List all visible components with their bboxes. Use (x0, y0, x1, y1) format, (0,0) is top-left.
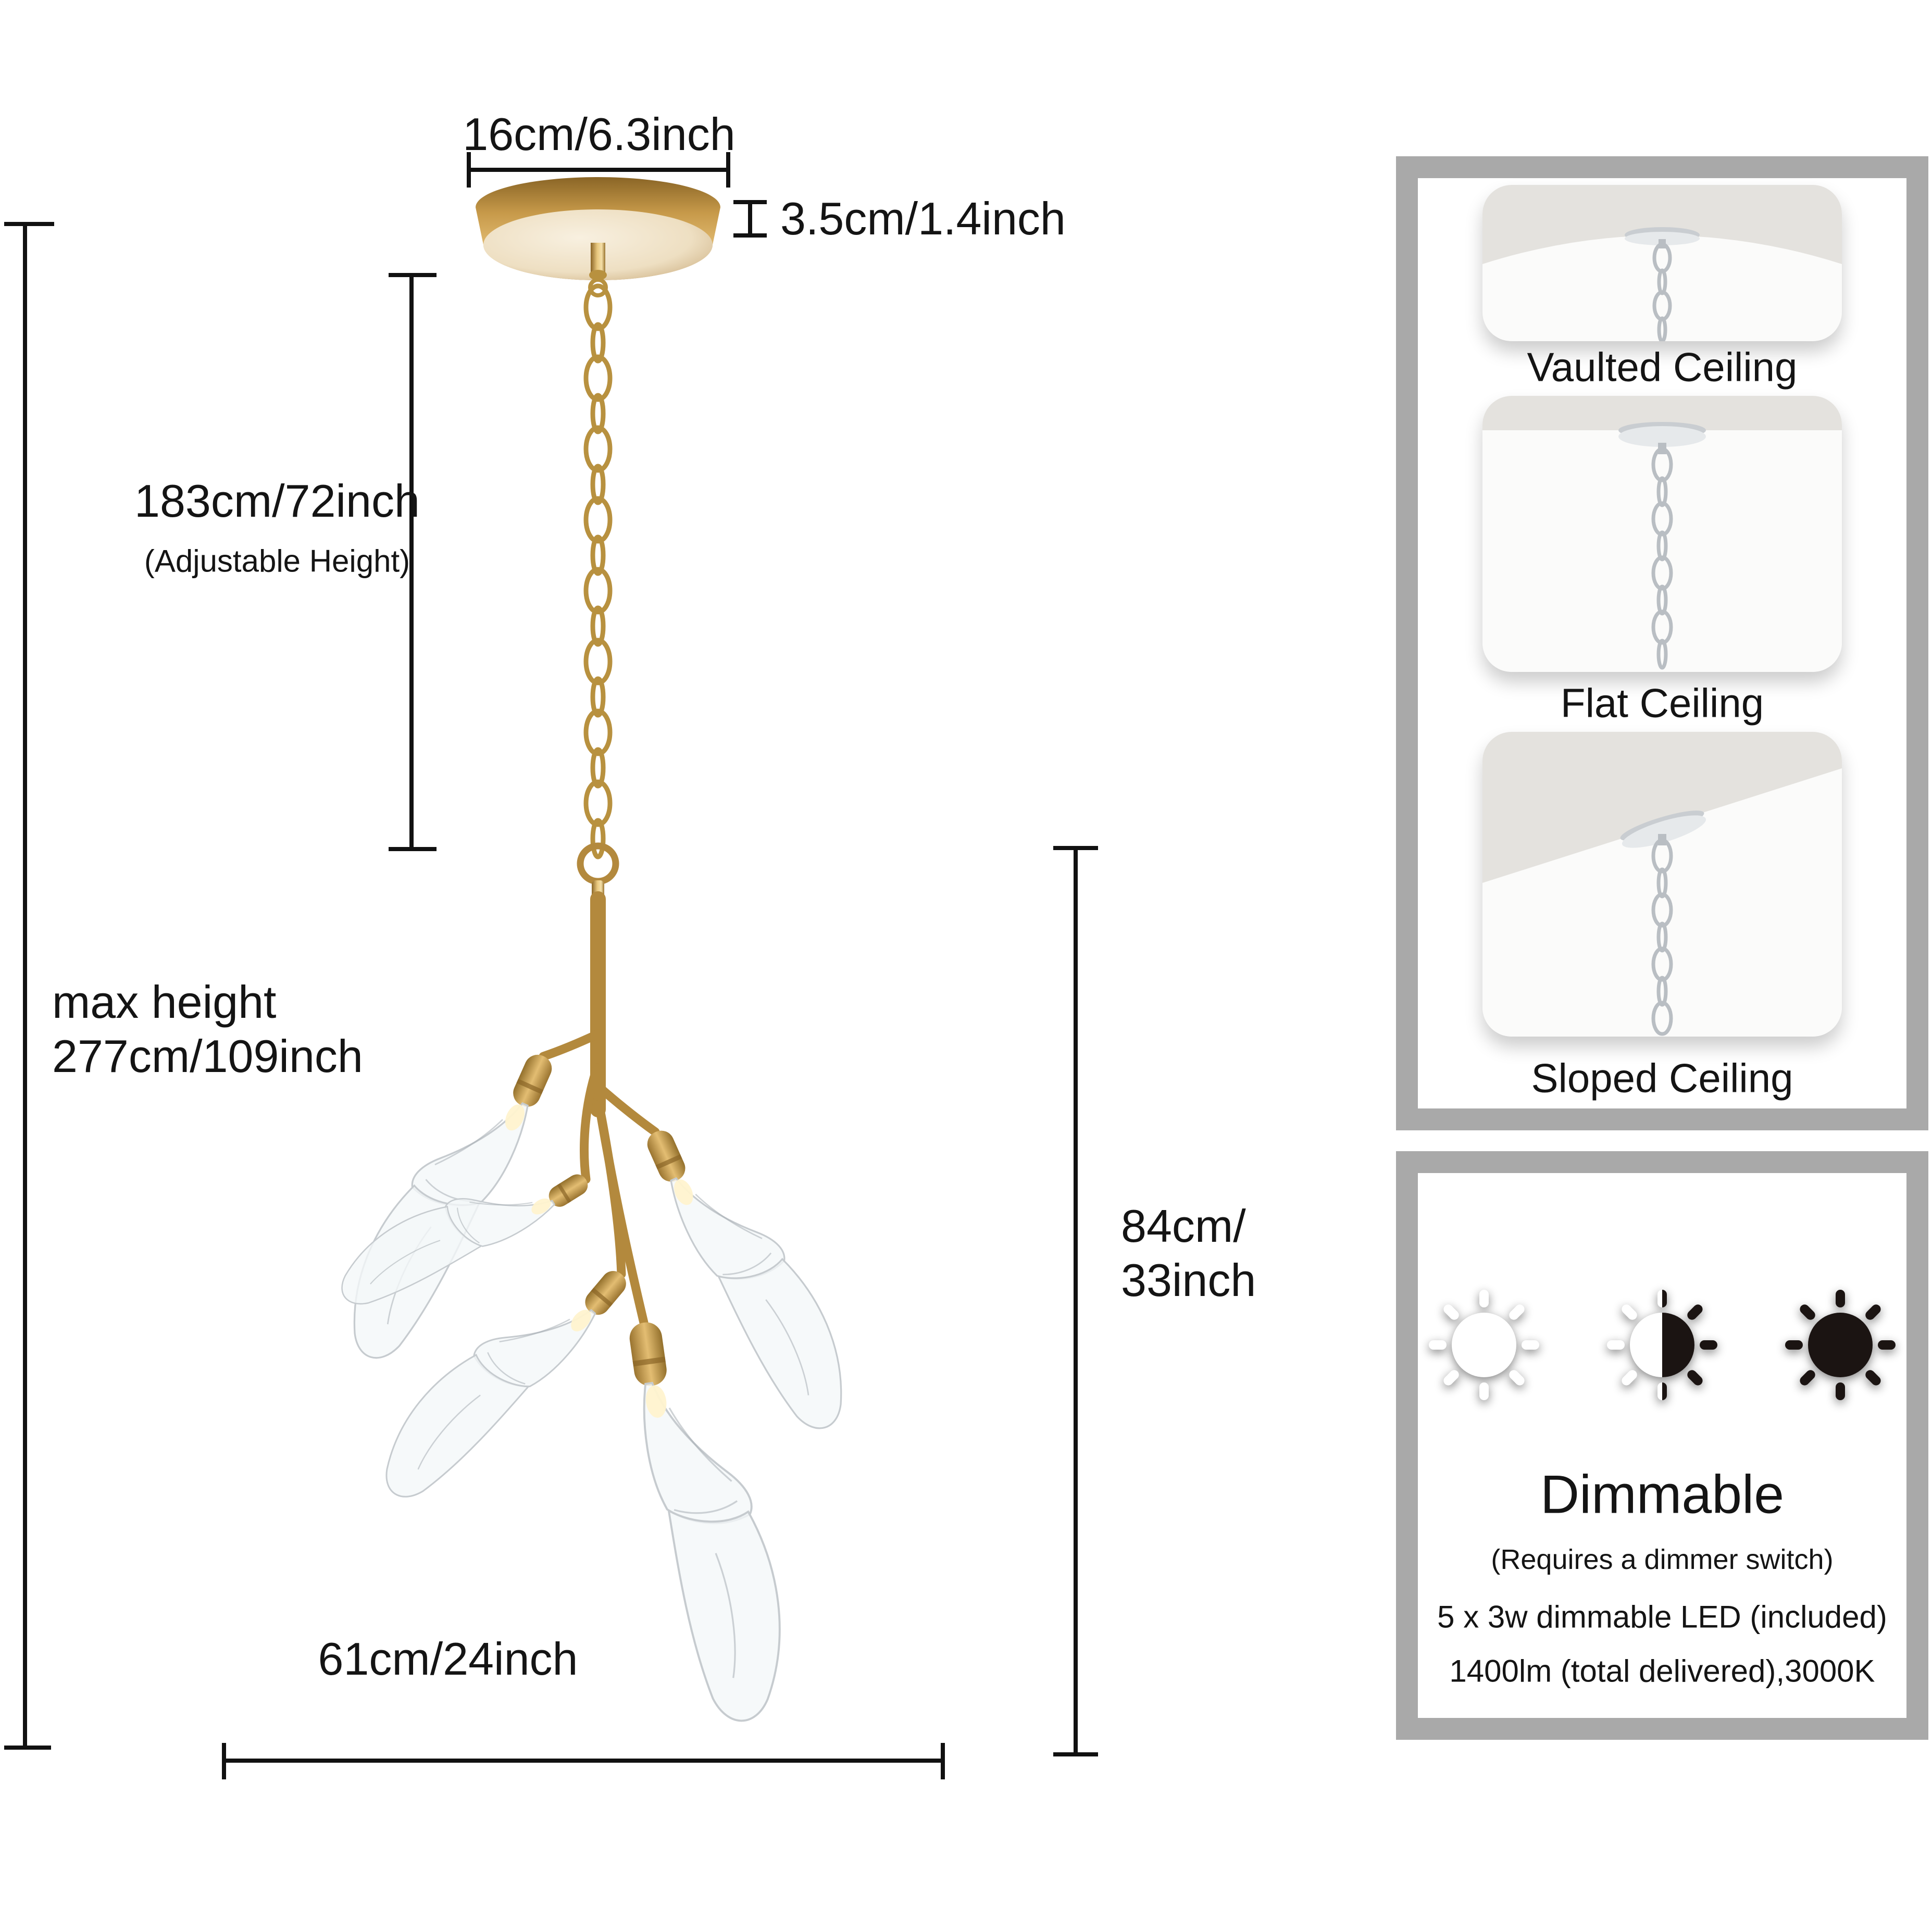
canopy-width-label: 16cm/6.3inch (463, 108, 736, 160)
glass-lily-shades (326, 1050, 866, 1730)
lily-upper-right (643, 1126, 866, 1448)
sun-filled-icon (1785, 1290, 1896, 1400)
flat-ceiling-mount-icon (1482, 396, 1842, 672)
sun-outline-icon (1429, 1290, 1539, 1400)
fixture-height-label-line1: 84cm/ (1121, 1200, 1246, 1252)
lily-upper-left (329, 1050, 556, 1377)
sun-half-icon (1607, 1290, 1717, 1400)
fixture-width-label: 61cm/24inch (318, 1633, 578, 1685)
chain-length-note: (Adjustable Height) (144, 543, 410, 579)
dim-fixture-height-line (1053, 846, 1098, 1756)
chain-length-label: 183cm/72inch (134, 475, 420, 527)
dim-canopy-width-line (467, 152, 730, 188)
dim-max-height-line (4, 222, 54, 1750)
vaulted-ceiling-mount-icon (1482, 185, 1842, 341)
dim-canopy-height-line (733, 200, 767, 238)
fixture-height-label-line2: 33inch (1121, 1254, 1256, 1306)
dimmable-title: Dimmable (1540, 1464, 1785, 1525)
led-spec-line: 5 x 3w dimmable LED (included) (1437, 1599, 1887, 1635)
dim-chain-length-line (389, 273, 437, 851)
ceiling-options-panel: Vaulted Ceiling Flat Ceiling (1396, 156, 1928, 1130)
pendant-fixture (326, 177, 866, 1730)
fixture-height-label: 84cm/ 33inch (1121, 1199, 1256, 1307)
hanging-chain (583, 283, 613, 859)
dim-fixture-width-line (222, 1743, 945, 1779)
lumen-spec-line: 1400lm (total delivered),3000K (1449, 1653, 1875, 1689)
flat-ceiling-label: Flat Ceiling (1560, 680, 1764, 726)
dimmable-panel: Dimmable (Requires a dimmer switch) 5 x … (1396, 1151, 1928, 1740)
canopy-height-label: 3.5cm/1.4inch (780, 193, 1066, 245)
vaulted-ceiling-card (1482, 185, 1842, 341)
max-height-label-line1: max height (52, 976, 277, 1028)
ceiling-canopy (476, 177, 720, 297)
dimension-lines (4, 152, 1098, 1779)
dimming-levels-icons (1424, 1285, 1901, 1405)
flat-ceiling-card (1482, 396, 1842, 672)
dimmable-note: (Requires a dimmer switch) (1491, 1544, 1834, 1575)
sloped-ceiling-card (1482, 732, 1842, 1037)
max-height-label-line2: 277cm/109inch (52, 1030, 363, 1082)
max-height-label: max height 277cm/109inch (52, 975, 363, 1083)
branch-arms (539, 1029, 660, 1327)
vaulted-ceiling-label: Vaulted Ceiling (1527, 344, 1798, 390)
sloped-ceiling-label: Sloped Ceiling (1531, 1055, 1793, 1101)
sloped-ceiling-mount-icon (1482, 732, 1842, 1037)
